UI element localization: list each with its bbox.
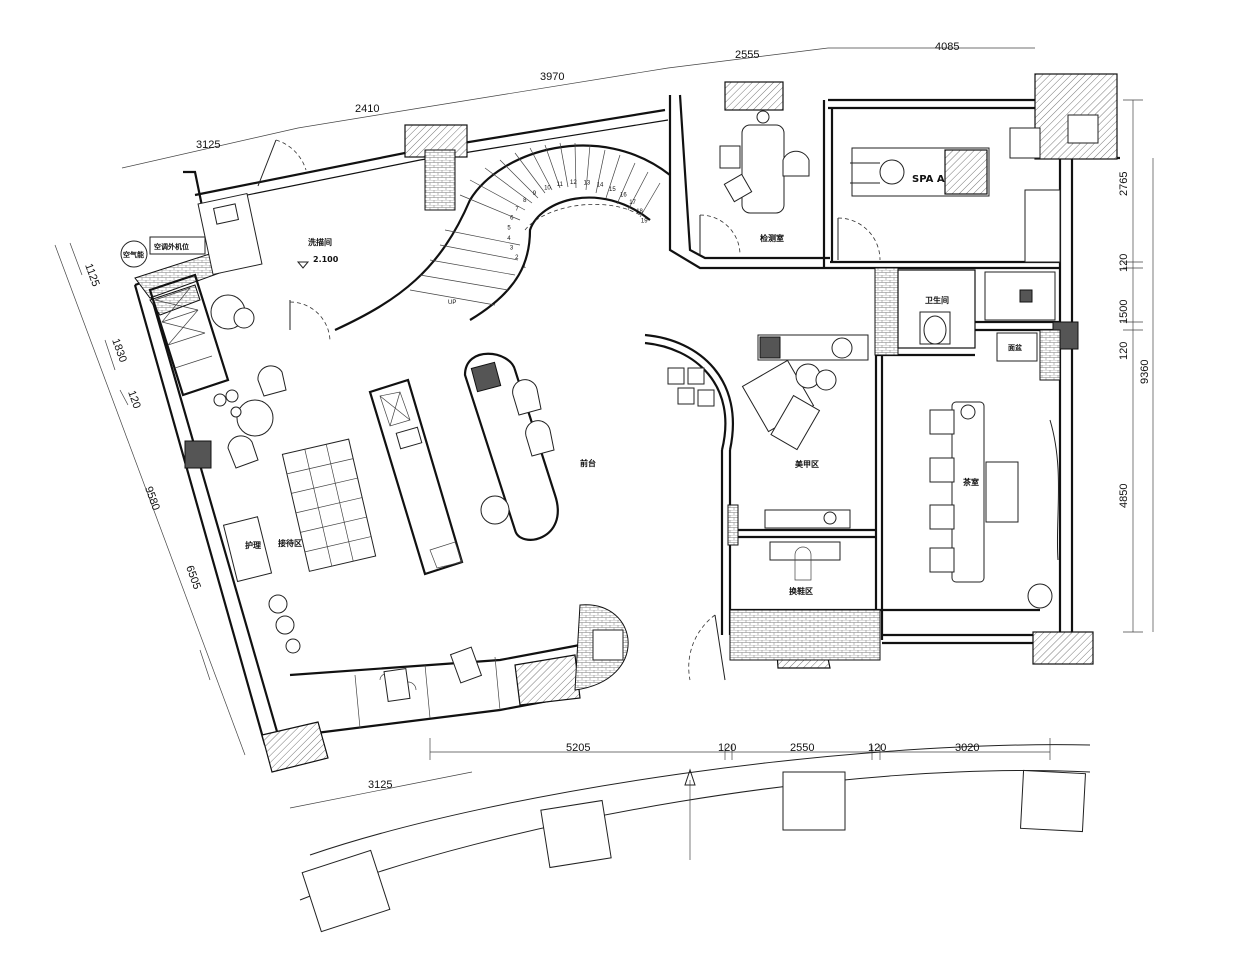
room-labels: 洗描间 2.100 空气能 空调外机位 检测室 SPA A 卫生间 接待区 护理… bbox=[120, 174, 1023, 596]
dim-bottom-5: 3020 bbox=[955, 742, 979, 754]
label-toilet: 卫生间 bbox=[925, 295, 949, 305]
dimension-labels: 3125 2410 3970 2555 4085 1125 1830 120 9… bbox=[82, 41, 1151, 791]
label-nail: 美甲区 bbox=[795, 459, 819, 469]
label-tea: 茶室 bbox=[962, 477, 979, 487]
stair-step-number: 19 bbox=[641, 218, 648, 224]
dim-bottom-4: 120 bbox=[868, 742, 886, 754]
label-care: 护理 bbox=[245, 540, 261, 550]
stair-step-number: 15 bbox=[609, 187, 616, 193]
stair-step-number: 18 bbox=[636, 209, 643, 215]
dim-right-6: 4850 bbox=[1118, 484, 1130, 508]
stair-step-number: 16 bbox=[620, 193, 627, 199]
label-changing: 换鞋区 bbox=[789, 586, 813, 596]
dim-left-3: 120 bbox=[125, 389, 143, 410]
dimension-lines bbox=[54, 47, 1154, 933]
stair-step-number: 11 bbox=[557, 182, 564, 188]
dim-right-3: 1500 bbox=[1118, 300, 1130, 324]
dim-top-3: 3970 bbox=[540, 71, 564, 83]
label-spa: SPA A bbox=[912, 174, 945, 185]
dim-right-2: 120 bbox=[1118, 254, 1130, 272]
dim-left-1: 1125 bbox=[82, 262, 101, 288]
tea-room-furniture bbox=[929, 401, 1059, 609]
stair-step-number: 10 bbox=[544, 186, 551, 192]
spa-furniture bbox=[837, 114, 1099, 263]
dim-right-1: 2765 bbox=[1118, 172, 1130, 196]
stair-step-number: 12 bbox=[570, 180, 577, 186]
stair-step-number: 14 bbox=[597, 183, 604, 189]
dim-top-4: 2555 bbox=[735, 49, 759, 61]
toilet-furniture bbox=[897, 269, 1056, 362]
dim-top-1: 3125 bbox=[196, 139, 220, 151]
dim-right-5: 9360 bbox=[1139, 360, 1151, 384]
dim-bottom-3: 2550 bbox=[790, 742, 814, 754]
label-inspection: 检测室 bbox=[760, 233, 784, 243]
label-wash: 洗描间 bbox=[308, 237, 332, 247]
dim-bottom-left: 3125 bbox=[368, 779, 392, 791]
dim-right-4: 120 bbox=[1118, 342, 1130, 360]
dim-left-2: 1830 bbox=[109, 337, 129, 364]
wash-room-furniture bbox=[197, 139, 331, 343]
bottom-windows bbox=[354, 604, 629, 729]
stair-step-number: 5 bbox=[507, 226, 511, 232]
dim-top-2: 2410 bbox=[355, 103, 379, 115]
dim-left-4: 9580 bbox=[142, 485, 162, 512]
label-basin: 面盆 bbox=[1008, 343, 1023, 352]
label-wash-level: 2.100 bbox=[313, 255, 339, 264]
label-reception: 接待区 bbox=[278, 538, 302, 548]
changing-furniture bbox=[688, 541, 841, 681]
stair-step-number: 3 bbox=[510, 246, 514, 252]
inspection-furniture bbox=[699, 110, 810, 256]
stair-step-number: 1 bbox=[523, 264, 527, 270]
dim-top-5: 4085 bbox=[935, 41, 959, 53]
stair-step-number: 9 bbox=[533, 191, 537, 197]
stair-step-number: 2 bbox=[515, 255, 519, 261]
brick-walls bbox=[149, 149, 1061, 661]
stair-step-number: 7 bbox=[515, 206, 519, 212]
stair-up-label: UP bbox=[448, 300, 456, 306]
nail-area-furniture bbox=[644, 333, 869, 529]
stair-step-number: 17 bbox=[629, 200, 636, 206]
outer-walls bbox=[133, 94, 1120, 746]
reception-furniture bbox=[148, 273, 559, 654]
dim-bottom-1: 5205 bbox=[566, 742, 590, 754]
stair-step-number: 4 bbox=[507, 236, 511, 242]
label-front-desk: 前台 bbox=[580, 458, 596, 468]
dim-bottom-2: 120 bbox=[718, 742, 736, 754]
label-aircon: 空气能 bbox=[123, 250, 144, 259]
label-aircon-outdoor: 空调外机位 bbox=[154, 242, 189, 251]
stair-step-number: 6 bbox=[510, 216, 514, 222]
stair-step-number: 8 bbox=[523, 198, 527, 204]
stair-step-number: 13 bbox=[584, 180, 591, 186]
dim-left-5: 6505 bbox=[183, 564, 203, 591]
